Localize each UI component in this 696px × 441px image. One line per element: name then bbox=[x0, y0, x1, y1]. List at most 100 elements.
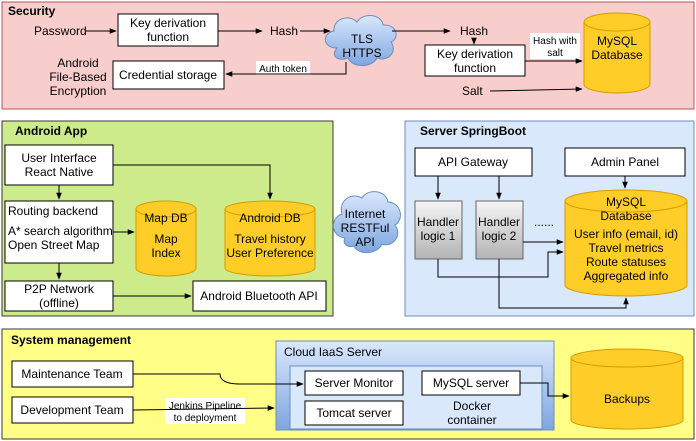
diagram-text: Backups bbox=[604, 392, 650, 406]
system-title: System management bbox=[11, 333, 131, 347]
diagram-text: Database bbox=[591, 48, 643, 62]
server-section: Server SpringBoot API Gateway Admin Pane… bbox=[404, 120, 695, 317]
hash2-label: Hash bbox=[460, 24, 488, 38]
diagram-text: Internet bbox=[345, 207, 386, 221]
handler-logic-2: Handler logic 2 bbox=[475, 200, 524, 260]
diagram-text: Auth token bbox=[259, 64, 307, 75]
diagram-text: User Preference bbox=[226, 246, 314, 260]
server-arrows bbox=[435, 176, 629, 309]
credential-storage-box: Credential storage bbox=[112, 60, 225, 90]
server-mysql-database: MySQL Database User info (email, id) Tra… bbox=[564, 189, 688, 297]
diagram-text: salt bbox=[547, 48, 563, 59]
diagram-text: Development Team bbox=[20, 403, 123, 417]
diagram-text: React Native bbox=[25, 165, 94, 179]
tls-cloud: TLS HTTPS bbox=[324, 15, 397, 66]
diagram-text: RESTFul bbox=[341, 221, 390, 235]
security-arrows bbox=[86, 28, 583, 92]
salt-label: Salt bbox=[462, 84, 483, 98]
diagram-text: Hash with bbox=[533, 36, 577, 47]
auth-token-label: Auth token bbox=[256, 61, 310, 75]
diagram-text: HTTPS bbox=[342, 46, 381, 60]
diagram-text: Key derivation bbox=[130, 16, 206, 30]
p2p-network-box: P2P Network (offline) bbox=[4, 280, 114, 312]
diagram-text: Handler bbox=[478, 215, 520, 229]
diagram-text: API Gateway bbox=[438, 155, 508, 169]
backups-cylinder: Backups bbox=[570, 348, 684, 430]
diagram-text: Cloud IaaS Server bbox=[284, 345, 382, 359]
diagram-text: Server Monitor bbox=[315, 376, 394, 390]
diagram-text: to deployment bbox=[174, 413, 237, 424]
diagram-text: Database bbox=[600, 209, 652, 223]
diagram-text: Jenkins Pipeline bbox=[169, 401, 242, 412]
diagram-text: Travel metrics bbox=[589, 241, 664, 255]
diagram-text: Open Street Map bbox=[8, 238, 100, 252]
mysql-server-box: MySQL server bbox=[421, 370, 521, 396]
diagram-text: MySQL server bbox=[433, 376, 509, 390]
diagram-text: Admin Panel bbox=[591, 155, 659, 169]
android-title: Android App bbox=[15, 124, 87, 138]
android-app-section: Android App User Interface React Native … bbox=[1, 120, 334, 317]
system-arrows bbox=[132, 373, 570, 411]
jenkins-label: Jenkins Pipeline to deployment bbox=[165, 398, 245, 424]
android-db-cylinder: Android DB Travel history User Preferenc… bbox=[224, 200, 316, 277]
system-management-section: System management Maintenance Team Devel… bbox=[1, 328, 695, 440]
kdf1-box: Key derivation function bbox=[117, 13, 219, 47]
diagram-text: Android DB bbox=[239, 211, 300, 225]
diagram-text: Route statuses bbox=[586, 255, 666, 269]
docker-container-label: Docker container bbox=[447, 399, 496, 427]
bluetooth-api-box: Android Bluetooth API bbox=[192, 280, 327, 312]
diagram-text: TLS bbox=[351, 32, 373, 46]
diagram-text: Tomcat server bbox=[316, 406, 391, 420]
more-handlers-ellipsis: ...... bbox=[534, 215, 554, 229]
diagram-text: Key derivation bbox=[437, 47, 513, 61]
maintenance-team-box: Maintenance Team bbox=[11, 360, 134, 388]
password-label: Password bbox=[34, 24, 87, 38]
handler-logic-1: Handler logic 1 bbox=[414, 200, 463, 260]
diagram-text: Docker bbox=[453, 399, 491, 413]
diagram-text: MySQL bbox=[597, 34, 637, 48]
diagram-text: Credential storage bbox=[119, 68, 217, 82]
map-db-cylinder: Map DB Map Index bbox=[135, 200, 197, 277]
security-section: Security Password Key derivation functio… bbox=[1, 1, 695, 110]
diagram-text: Aggregated info bbox=[584, 269, 669, 283]
diagram-text: Android Bluetooth API bbox=[200, 289, 317, 303]
ui-box: User Interface React Native bbox=[4, 144, 114, 186]
diagram-text: Map bbox=[154, 232, 178, 246]
diagram-text: API bbox=[355, 235, 374, 249]
admin-panel-box: Admin Panel bbox=[564, 147, 686, 177]
server-monitor-box: Server Monitor bbox=[304, 370, 404, 396]
diagram-text: A* search algorithm bbox=[8, 224, 113, 238]
diagram-text: MySQL bbox=[606, 195, 646, 209]
diagram-text: Map DB bbox=[144, 211, 187, 225]
diagram-text: logic 1 bbox=[421, 229, 456, 243]
diagram-text: function bbox=[454, 61, 496, 75]
internet-cloud: Internet RESTFul API bbox=[332, 191, 401, 253]
routing-backend-box: Routing backend A* search algorithm Open… bbox=[4, 200, 114, 264]
diagram-text: File-Based bbox=[49, 70, 106, 84]
diagram-text: Encryption bbox=[50, 84, 107, 98]
server-title: Server SpringBoot bbox=[420, 124, 526, 138]
security-mysql-database: MySQL Database bbox=[583, 12, 651, 94]
diagram-text: Travel history bbox=[234, 232, 306, 246]
android-fbe-label: Android File-Based Encryption bbox=[49, 56, 106, 98]
tomcat-server-box: Tomcat server bbox=[304, 400, 404, 426]
diagram-text: Routing backend bbox=[8, 204, 98, 218]
diagram-text: logic 2 bbox=[482, 229, 517, 243]
android-arrows bbox=[56, 164, 273, 299]
diagram-text: Handler bbox=[417, 215, 459, 229]
development-team-box: Development Team bbox=[11, 396, 134, 424]
diagram-text: P2P Network bbox=[24, 282, 95, 296]
diagram-text: Index bbox=[151, 246, 180, 260]
api-gateway-box: API Gateway bbox=[414, 147, 533, 177]
security-title: Security bbox=[8, 4, 56, 18]
kdf2-box: Key derivation function bbox=[424, 44, 526, 77]
hash1-label: Hash bbox=[270, 24, 298, 38]
diagram-text: function bbox=[147, 30, 189, 44]
diagram-text: User info (email, id) bbox=[574, 227, 678, 241]
diagram-text: Android bbox=[57, 56, 98, 70]
diagram-text: User Interface bbox=[21, 151, 97, 165]
diagram-text: Maintenance Team bbox=[21, 367, 122, 381]
diagram-text: container bbox=[447, 413, 496, 427]
diagram-text: (offline) bbox=[39, 296, 79, 310]
